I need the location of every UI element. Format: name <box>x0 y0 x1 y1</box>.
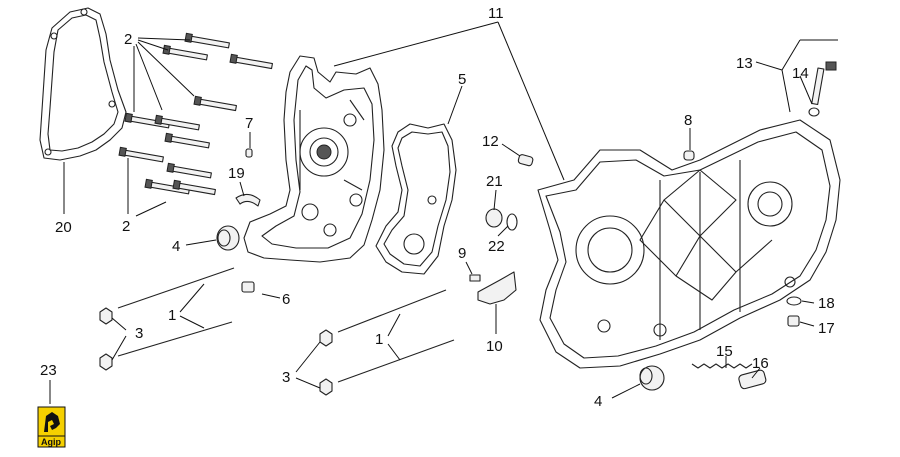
callout-21: 21 <box>486 173 503 190</box>
callout-11: 11 <box>488 5 504 22</box>
callout-4-left: 4 <box>172 238 180 255</box>
bolt-part-14 <box>808 61 837 117</box>
callout-7: 7 <box>245 115 253 132</box>
callout-16: 16 <box>752 355 769 372</box>
agip-logo-part-23: Agip <box>37 406 66 448</box>
callout-20: 20 <box>55 219 72 236</box>
callout-4-right: 4 <box>594 393 602 410</box>
callout-9: 9 <box>458 245 466 262</box>
dowel-pin-part-7 <box>245 148 253 158</box>
callout-2-top: 2 <box>124 31 132 48</box>
left-crankcase-half <box>243 55 385 263</box>
callout-1-middle: 1 <box>375 331 383 348</box>
callout-14: 14 <box>792 65 809 82</box>
bolt-part-17 <box>787 315 800 327</box>
bushing-part-21 <box>485 208 503 228</box>
bearing-shell-part-19 <box>235 193 261 207</box>
callout-8: 8 <box>684 112 692 129</box>
callout-18: 18 <box>818 295 835 312</box>
callout-13: 13 <box>736 55 753 72</box>
callout-12: 12 <box>482 133 499 150</box>
bushing-part-4-right <box>639 365 665 391</box>
callout-2-bottom: 2 <box>122 218 130 235</box>
dowel-part-8 <box>683 150 695 161</box>
bushing-part-4-left <box>216 225 240 251</box>
bolts-part-2 <box>118 32 273 196</box>
callout-labels: 2 2 20 7 19 4 6 1 3 3 1 11 5 12 21 22 9 … <box>40 5 835 410</box>
agip-logo-text: Agip <box>41 437 61 447</box>
callout-1-left: 1 <box>168 307 176 324</box>
callout-10: 10 <box>486 338 503 355</box>
spring-part-15 <box>691 363 753 369</box>
callout-3-left: 3 <box>135 325 143 342</box>
callout-22: 22 <box>488 238 505 255</box>
callout-23: 23 <box>40 362 57 379</box>
studs-part-1 <box>117 267 455 383</box>
callout-5: 5 <box>458 71 466 88</box>
right-crankcase-half <box>537 119 841 369</box>
plug-part-16 <box>738 369 767 390</box>
bolt-part-9 <box>469 274 481 282</box>
bracket-part-10 <box>477 271 517 305</box>
callout-19: 19 <box>228 165 245 182</box>
washer-part-18 <box>786 296 802 306</box>
plug-part-6 <box>241 281 255 293</box>
callout-17: 17 <box>818 320 835 337</box>
nuts-part-3 <box>99 307 333 396</box>
gasket-part-5 <box>375 123 457 275</box>
gasket-part-20 <box>39 7 127 161</box>
leader-lines <box>49 21 838 404</box>
callout-15: 15 <box>716 343 733 360</box>
callout-6: 6 <box>282 291 290 308</box>
o-ring-part-22 <box>506 213 518 231</box>
callout-3-middle: 3 <box>282 369 290 386</box>
dowel-part-12 <box>517 154 534 167</box>
